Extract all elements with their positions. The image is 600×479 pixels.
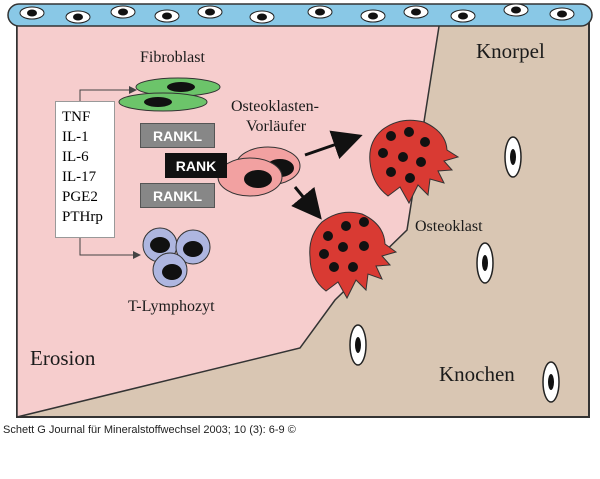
cytokine-item: IL-1 <box>62 129 89 145</box>
fibroblast-cells <box>118 77 221 112</box>
t-lymphocyte-label: T-Lymphozyt <box>128 298 215 315</box>
cytokine-list-box: TNF IL-1 IL-6 IL-17 PGE2 PTHrp <box>55 101 115 238</box>
osteocytes <box>349 136 560 403</box>
fibroblast-label: Fibroblast <box>140 49 205 66</box>
cytokine-connectors <box>79 86 141 259</box>
cytokine-item: PGE2 <box>62 189 98 205</box>
t-lymphocyte-cells <box>142 227 211 288</box>
rankl-box-upper: RANKL <box>140 123 215 148</box>
cartilage-label: Knorpel <box>476 39 545 63</box>
osteoclast-lower <box>309 211 398 300</box>
differentiation-arrow-lower <box>291 186 322 220</box>
osteoclast-label: Osteoklast <box>415 218 483 235</box>
cytokine-item: IL-17 <box>62 169 97 185</box>
cytokine-item: TNF <box>62 109 91 125</box>
band-cells <box>19 3 575 24</box>
bone-label: Knochen <box>439 362 515 386</box>
precursor-label-line1: Osteoklasten- <box>231 98 319 115</box>
osteoclast-precursor-cells <box>217 146 301 197</box>
rankl-box-lower: RANKL <box>140 183 215 208</box>
top-cell-band <box>7 3 593 27</box>
precursor-label-line2: Vorläufer <box>246 118 307 135</box>
citation-text: Schett G Journal für Mineralstoffwechsel… <box>3 424 296 436</box>
cytokine-item: IL-6 <box>62 149 89 165</box>
erosion-label: Erosion <box>30 346 96 370</box>
cytokine-item: PTHrp <box>62 209 103 225</box>
osteoclast-upper <box>369 119 460 205</box>
rank-box: RANK <box>165 153 227 178</box>
differentiation-arrow-upper <box>304 130 363 160</box>
